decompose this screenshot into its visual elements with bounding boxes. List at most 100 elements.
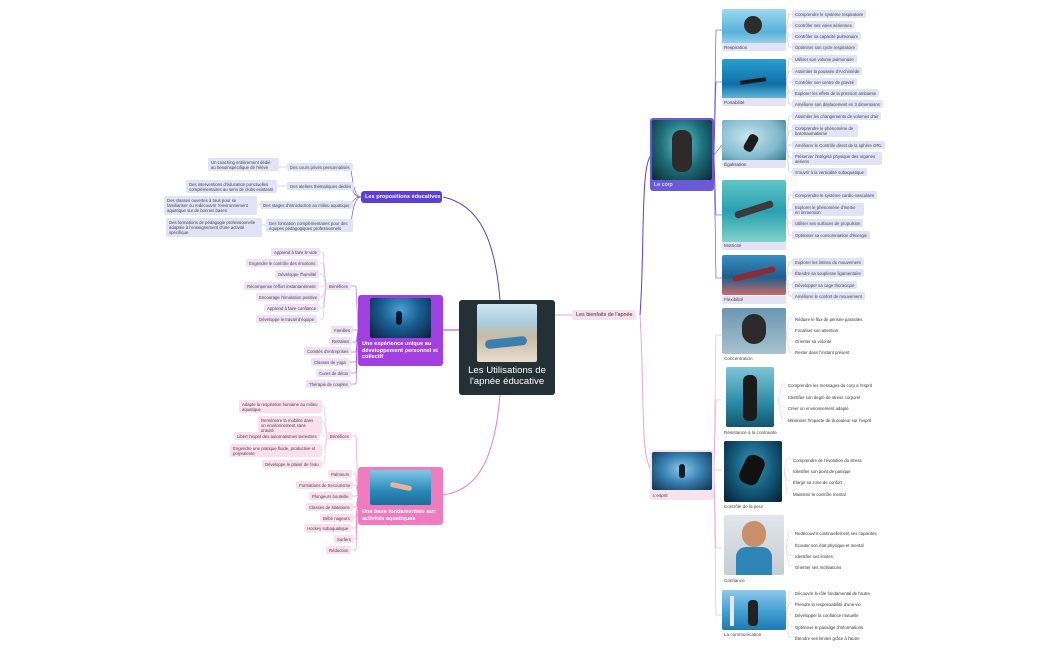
confiance-photo[interactable] [724,515,784,575]
communication-photo[interactable] [722,590,786,630]
confiance-item[interactable]: Écouter son état physique et mental [795,542,864,548]
corp-label: Le corp [654,182,673,188]
proposition-item[interactable]: Des ateliers thématiques dédiés [287,182,355,191]
branch-propositions[interactable]: Les propositions éducatives [361,191,442,203]
concentration-item[interactable]: Orienter sa volonté [795,338,832,344]
egalisation-photo[interactable] [722,120,786,162]
egalisation-item[interactable]: Préserver l'intégrité physique des organ… [792,152,882,166]
respiration-item[interactable]: Optimiser son cycle respiratoire [792,43,859,52]
portabilite-item[interactable]: Améliorer son déplacement en 3 dimension… [792,100,883,109]
egalisation-item[interactable]: S'ouvrir à la verticalité subaquatique [792,168,867,177]
portabilite-item[interactable]: Utiliser son volume pulmonaire [792,55,857,64]
experience-benefice[interactable]: Développe le travail d'équipe [256,315,318,324]
experience-benefice[interactable]: Développe l'humilité [275,270,320,279]
base-benefice[interactable]: Adapte la respiration humaine au milieu … [239,400,322,414]
flexibilite-item[interactable]: Améliorer le confort de mouvement [792,292,865,301]
respiration-item[interactable]: Contrôler ses voies aériennes [792,21,855,30]
base-benefice[interactable]: Libert l'esprit des automatismes terrest… [234,432,320,441]
resistance-item[interactable]: Comprendre les messages du corp a l'espr… [788,382,872,388]
base-public[interactable]: Palmeurs [328,470,353,479]
peur-item[interactable]: Maintenir le contrôle mental [793,491,846,497]
confiance-item[interactable]: Identifier ses limites [795,553,833,559]
flexibilite-item[interactable]: Développer sa cage thoracique [792,281,858,290]
confiance-item[interactable]: Orienter ses motivations [795,564,842,570]
egalisation-item[interactable]: Assimiler les changements de volumes d'a… [792,112,882,121]
experience-public[interactable]: Classes de yoga [311,358,349,367]
motricite-caption-bar [722,242,786,250]
motricite-item[interactable]: Optimiser sa consommation d'énergie [792,231,870,240]
flexibilite-item[interactable]: Explorer les limites du mouvement [792,258,864,267]
motricite-item[interactable]: Explorer le phénomène d'inertie en immer… [792,203,864,217]
base-public[interactable]: Classes de Natations [306,503,353,512]
central-topic[interactable]: Les Utilisations de l'apnée éducative [459,300,555,395]
concentration-item[interactable]: Focaliser son attention [795,327,839,333]
proposition-item[interactable]: Des cours privés personnalisés [287,163,353,172]
portabilite-item[interactable]: Explorer les effets de la pression ambia… [792,89,880,98]
confiance-caption: Confiance [724,578,745,583]
experience-benefice[interactable]: Récompense l'effort instantanément [244,282,319,291]
base-public[interactable]: Plongeurs bouteille [309,492,352,501]
portabilite-item[interactable]: Assimiler la poussée d'Archimède [792,67,863,76]
flexibilite-photo[interactable] [722,255,786,295]
experience-public[interactable]: Cures de détox [316,369,352,378]
experience-benefice[interactable]: Apprend à faire confiance [264,304,319,313]
experience-public[interactable]: Retraites [329,337,353,346]
proposition-detail[interactable]: Un coaching entièrement dédié au besoins… [208,158,279,172]
branch-bienfaits[interactable]: Les bienfaits de l'apnée [572,310,637,321]
base-benefice[interactable]: Développe le plaisir de l'eau [262,460,322,469]
branch-corp[interactable]: Le corp [650,118,714,191]
peur-item[interactable]: Comprendre de l'évolution du stress [793,457,862,463]
peur-item[interactable]: Élargir sa zone de confort [793,479,842,485]
concentration-item[interactable]: Rester dans l'instant présent [795,349,850,355]
communication-item[interactable]: Étendre ses limites grâce à l'autre [795,635,860,641]
resistance-item[interactable]: Minimiser l'impacte de la douleur sur l'… [788,417,872,423]
respiration-item[interactable]: Comprendre le système respiratoire [792,10,867,19]
experience-public[interactable]: Familles [331,326,353,335]
experience-benefice[interactable]: Encourage l'émulation positive [256,293,321,302]
communication-item[interactable]: Optimiser le passage d'informations [795,624,864,630]
experience-public[interactable]: Thérapie de couples [306,380,351,389]
base-public[interactable]: Surfers [334,535,354,544]
egalisation-item[interactable]: Comprendre le phénomène de barotraumatis… [792,124,858,138]
experience-benefices-node[interactable]: Bénéfices [326,282,351,291]
peur-item[interactable]: Identifier son point de panique [793,468,851,474]
base-benefices-node[interactable]: Bénéfices [327,432,352,441]
communication-item[interactable]: Prendre la responsabilité d'une vie [795,601,861,607]
proposition-item[interactable]: Des formation complémentaires pour des é… [266,219,353,233]
portabilite-photo[interactable] [722,59,786,101]
confiance-item[interactable]: Redécouvrir continuellement ses capacité… [795,530,877,536]
egalisation-item[interactable]: Améliorer le Contrôle direct de la sphèr… [792,141,885,150]
portabilite-item[interactable]: Contrôler son centre de gravité [792,78,857,87]
experience-benefice[interactable]: Engendre le contrôle des émotions [246,259,319,268]
portabilite-caption: Portabilité [724,100,745,105]
experience-public[interactable]: Comités d'entreprises [304,347,352,356]
proposition-detail[interactable]: Des interventions d'éducation ponctuelle… [186,180,277,194]
base-public[interactable]: Bébé nageurs [320,514,353,523]
respiration-item[interactable]: Contrôler sa capacité pulmonaire [792,32,862,41]
base-public[interactable]: Hockey subaquatique [304,524,352,533]
base-public[interactable]: Formations de Secourisme [296,481,354,490]
base-benefice[interactable]: Remémore la mobilité dans un environneme… [258,416,322,435]
branch-experience[interactable]: Une expérience unique au développement p… [358,295,443,366]
resistance-item[interactable]: Identifier son degré de stress corporel [788,394,861,400]
motricite-item[interactable]: Comprendre le système cardio-vasculaire [792,191,878,200]
flexibilite-item[interactable]: Étendre sa souplesse ligamentaire [792,269,864,278]
peur-photo[interactable] [724,441,782,502]
communication-item[interactable]: Découvrir le rôle fondamental de l'autre [795,590,870,596]
branch-base[interactable]: Une base fondamentale aux activités aqua… [358,467,443,525]
motricite-item[interactable]: Utiliser ses surfaces de propulsion [792,219,864,228]
concentration-item[interactable]: Réduire le flux de pensée parasites [795,316,863,322]
proposition-item[interactable]: Des stages d'introduction au milieu aqua… [260,201,353,210]
base-benefice[interactable]: Engendre une pratique fluide, productive… [230,444,322,458]
resistance-photo[interactable] [726,367,774,427]
resistance-item[interactable]: Créer un environnement adapté [788,405,849,411]
experience-benefice[interactable]: Apprend à faire le vide [271,248,320,257]
proposition-detail[interactable]: Des classes ouvertes à tous pour se fami… [164,196,257,215]
proposition-detail[interactable]: Des formations de pédagogie professionne… [166,218,262,237]
communication-item[interactable]: Développer la confiance mutuelle [795,612,859,618]
concentration-photo[interactable] [722,308,786,354]
motricite-photo[interactable] [722,180,786,242]
branch-esprit[interactable]: L'esprit [650,450,714,500]
base-public[interactable]: Réduction [326,546,352,555]
